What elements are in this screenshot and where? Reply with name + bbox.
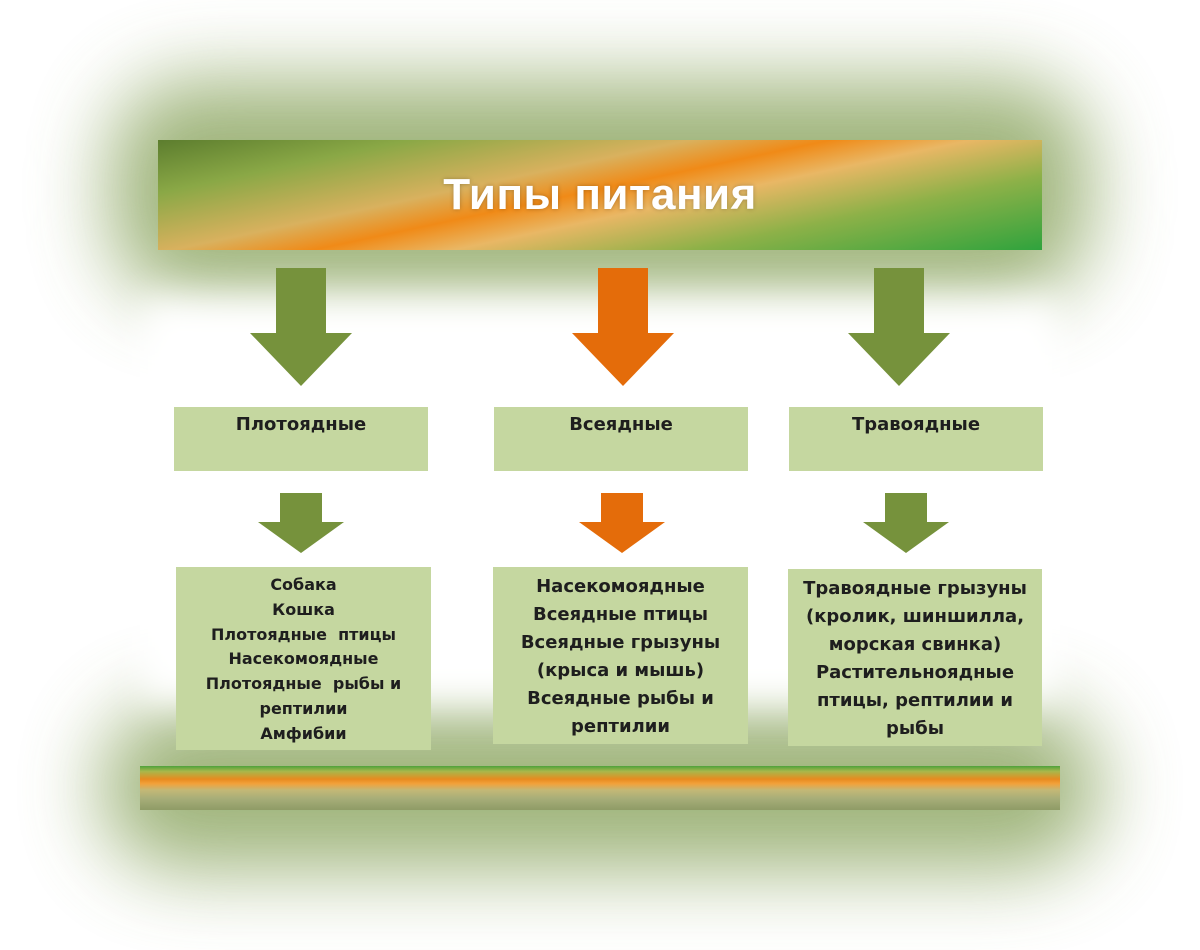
list-item: птицы, рептилии и (816, 690, 1014, 711)
list-item: Насекомоядные (228, 649, 379, 669)
arrow-down-omnivores-large (572, 268, 674, 386)
category-label-herbivores: Травоядные (851, 414, 981, 435)
diagram-title: Типы питания (443, 170, 757, 219)
arrow-down-omnivores-small (579, 493, 665, 553)
list-item: морская свинка) (828, 634, 1002, 655)
title-banner: Типы питания (158, 140, 1042, 250)
examples-box-herbivores: Травоядные грызуны (кролик, шиншилла, мо… (788, 569, 1042, 746)
bottom-decorative-bar (140, 766, 1060, 810)
list-item: (кролик, шиншилла, (805, 606, 1025, 627)
list-item: Всеядные грызуны (520, 632, 721, 653)
list-item: Всеядные рыбы и (527, 688, 714, 709)
list-item: Амфибии (260, 723, 347, 743)
list-item: рыбы (885, 718, 944, 739)
list-item: Собака (270, 575, 337, 594)
category-box-omnivores: Всеядные (494, 407, 748, 471)
arrow-down-herbivores-large (848, 268, 950, 386)
category-label-carnivores: Плотоядные (235, 414, 367, 435)
arrow-down-carnivores-large (250, 268, 352, 386)
list-item: Растительноядные (815, 662, 1015, 683)
list-item: Плотоядные птицы (211, 624, 396, 644)
list-item: Травоядные грызуны (803, 578, 1027, 599)
list-item: Насекомоядные (536, 576, 705, 597)
category-box-carnivores: Плотоядные (174, 407, 428, 471)
category-box-herbivores: Травоядные (789, 407, 1043, 471)
list-item: Кошка (272, 599, 335, 619)
list-item: Плотоядные рыбы и (205, 674, 402, 694)
list-item: рептилии (259, 698, 348, 718)
category-label-omnivores: Всеядные (569, 414, 673, 435)
examples-box-omnivores: Насекомоядные Всеядные птицы Всеядные гр… (493, 567, 748, 744)
arrow-down-herbivores-small (863, 493, 949, 553)
list-item: (крыса и мышь) (536, 660, 705, 681)
examples-box-carnivores: Собака Кошка Плотоядные птицы Насекомояд… (176, 567, 431, 750)
list-item: Всеядные птицы (533, 604, 708, 625)
arrow-down-carnivores-small (258, 493, 344, 553)
list-item: рептилии (571, 716, 670, 737)
